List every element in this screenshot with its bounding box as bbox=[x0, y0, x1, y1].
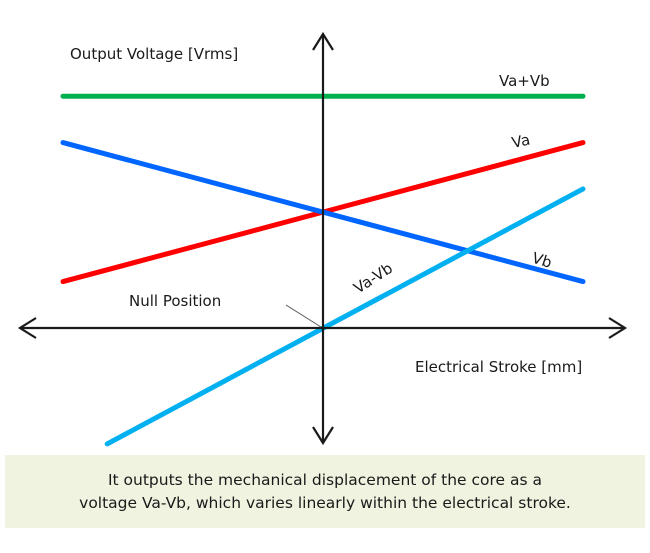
y-axis-label: Output Voltage [Vrms] bbox=[70, 45, 238, 63]
caption-box: It outputs the mechanical displacement o… bbox=[5, 455, 645, 528]
label-va: Va bbox=[510, 131, 532, 152]
null-position-leader bbox=[285, 304, 322, 328]
label-vb: Vb bbox=[530, 249, 554, 272]
x-axis-label: Electrical Stroke [mm] bbox=[415, 358, 582, 376]
x-axis-arrow-right-icon bbox=[608, 317, 628, 339]
label-va-plus-vb: Va+Vb bbox=[499, 72, 550, 90]
series-line-va-minus-vb bbox=[104, 186, 586, 447]
y-axis-arrow-down-icon bbox=[312, 426, 334, 446]
caption-line-1: It outputs the mechanical displacement o… bbox=[107, 470, 543, 489]
caption-line-2: voltage Va-Vb, which varies linearly wit… bbox=[79, 493, 571, 512]
x-axis-arrow-left-icon bbox=[17, 317, 37, 339]
y-axis-arrow-up-icon bbox=[312, 31, 334, 51]
null-position-label: Null Position bbox=[129, 292, 221, 310]
